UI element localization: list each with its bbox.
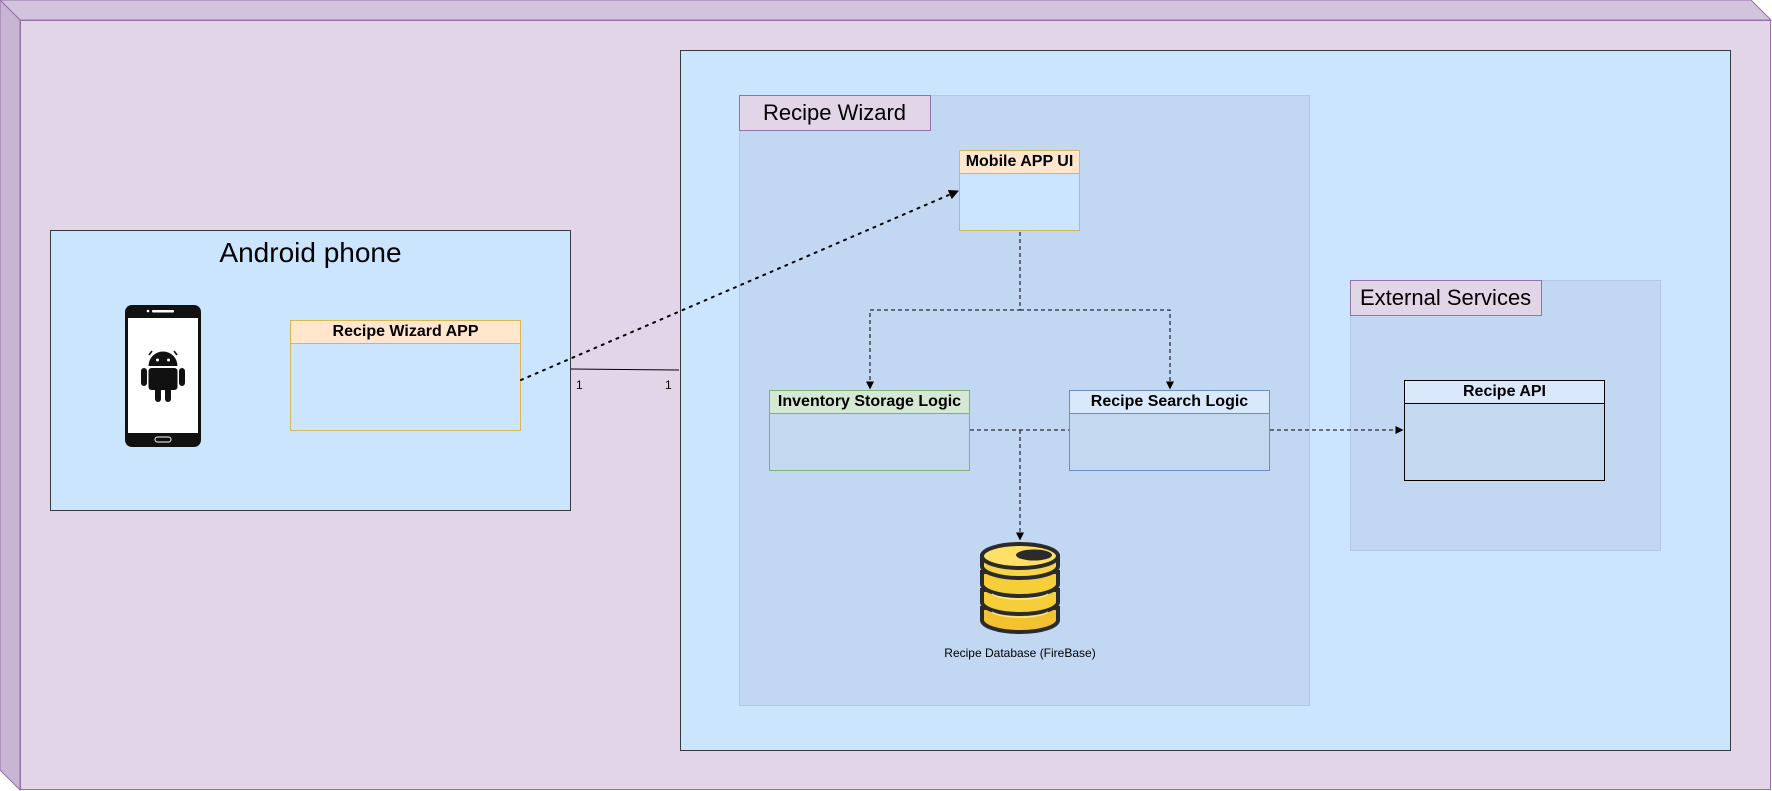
external-services-package-tab: External Services: [1350, 280, 1542, 316]
mobile-app-ui-label: Mobile APP UI: [960, 151, 1079, 174]
inventory-storage-logic-component[interactable]: Inventory Storage Logic: [769, 390, 970, 471]
recipe-api-component[interactable]: Recipe API: [1404, 380, 1605, 481]
android-phone-title: Android phone: [219, 237, 402, 268]
recipe-api-label: Recipe API: [1405, 381, 1604, 404]
recipe-wizard-app-component[interactable]: Recipe Wizard APP: [290, 320, 521, 431]
mobile-app-ui-component[interactable]: Mobile APP UI: [959, 150, 1080, 231]
database-label: Recipe Database (FireBase): [944, 646, 1096, 660]
recipe-wizard-package-label: Recipe Wizard: [763, 100, 907, 125]
left-multiplicity: 1: [576, 378, 583, 392]
right-multiplicity: 1: [665, 378, 672, 392]
external-services-package-label: External Services: [1360, 285, 1532, 310]
recipe-wizard-app-label: Recipe Wizard APP: [291, 321, 520, 344]
recipe-search-logic-label: Recipe Search Logic: [1070, 391, 1269, 414]
recipe-search-logic-component[interactable]: Recipe Search Logic: [1069, 390, 1270, 471]
inventory-storage-logic-label: Inventory Storage Logic: [770, 391, 969, 414]
recipe-wizard-package-tab: Recipe Wizard: [739, 95, 931, 131]
